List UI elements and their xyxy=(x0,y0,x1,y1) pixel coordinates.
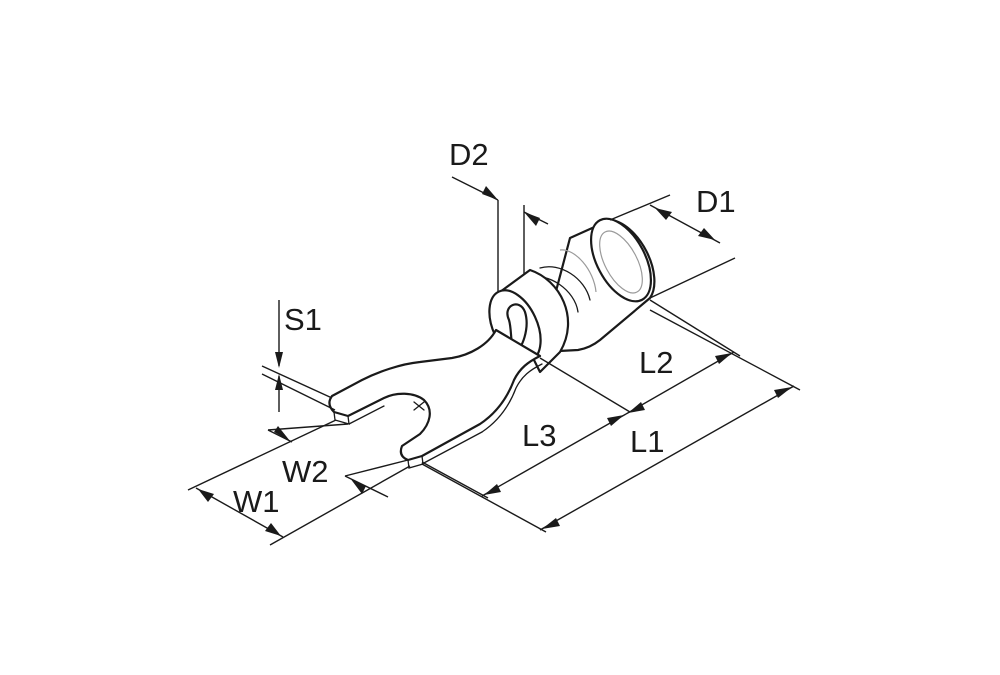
dimension-s1 xyxy=(261,300,336,412)
spade-tongue xyxy=(328,328,543,469)
label-w2: W2 xyxy=(282,454,329,489)
dimension-d1 xyxy=(609,194,736,299)
dimension-d2 xyxy=(451,176,549,292)
dimension-l1 xyxy=(421,309,801,533)
label-l2: L2 xyxy=(639,345,673,380)
label-l3: L3 xyxy=(522,418,556,453)
dimension-l2 xyxy=(625,299,741,415)
label-d2: D2 xyxy=(449,137,489,172)
label-w1: W1 xyxy=(233,484,280,519)
dimension-lines xyxy=(187,176,801,546)
label-l1: L1 xyxy=(630,424,664,459)
center-mark xyxy=(413,401,425,411)
label-s1: S1 xyxy=(284,302,322,337)
dimension-w1 xyxy=(187,419,411,546)
spade-terminal xyxy=(328,217,656,469)
dimension-w2 xyxy=(267,423,409,498)
dimension-l3 xyxy=(421,357,631,499)
dimension-labels: D1 D2 S1 L1 L2 L3 W1 W2 xyxy=(233,137,736,519)
label-d1: D1 xyxy=(696,184,736,219)
